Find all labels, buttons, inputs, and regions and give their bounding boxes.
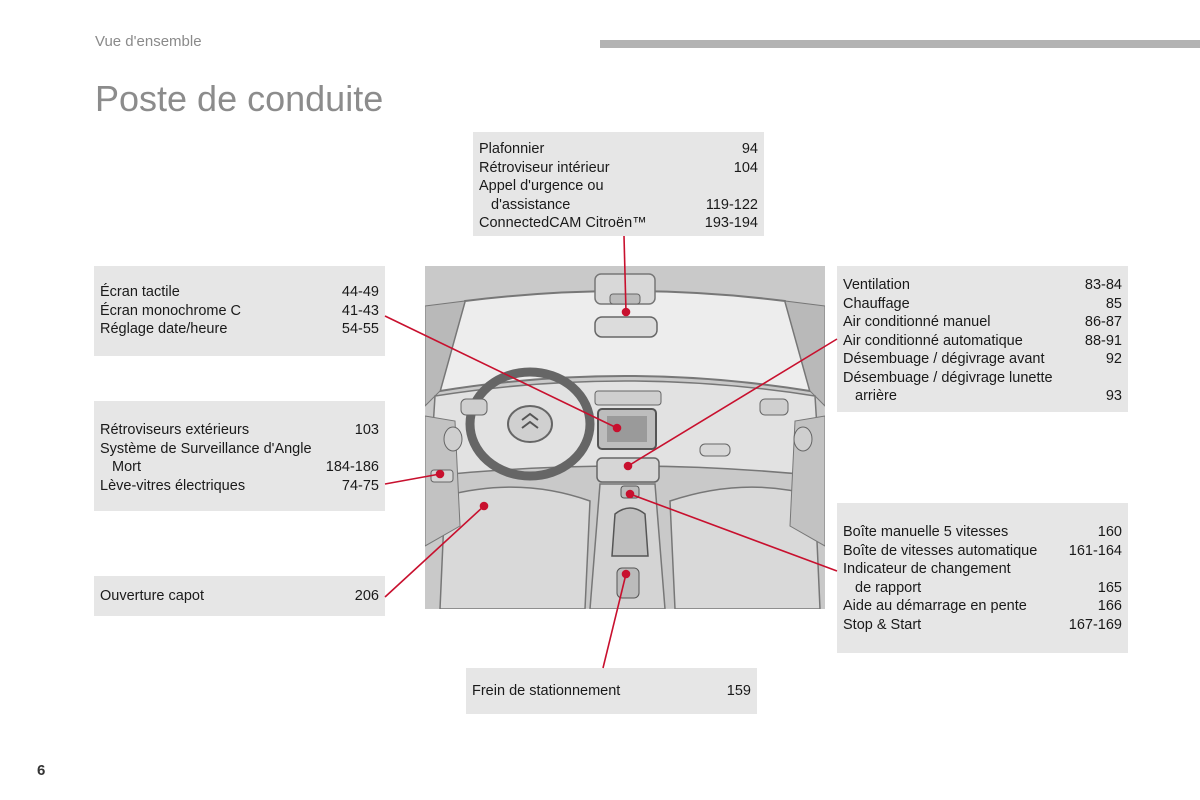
reference-row: Air conditionné automatique 88-91: [843, 332, 1122, 351]
reference-row: Réglage date/heure 54-55: [100, 320, 379, 339]
reference-page: 193-194: [704, 215, 758, 231]
reference-row: Air conditionné manuel 86-87: [843, 313, 1122, 332]
reference-label: Rétroviseurs extérieurs: [100, 422, 250, 438]
reference-label: Écran monochrome C: [100, 302, 242, 319]
reference-row: ConnectedCAM Citroën™ 193-194: [479, 214, 758, 233]
reference-row: Ventilation 83-84: [843, 276, 1122, 295]
reference-label: Stop & Start: [843, 616, 922, 633]
reference-label: Boîte manuelle 5 vitesses: [843, 524, 1009, 540]
reference-page: 119-122: [705, 196, 758, 213]
dashboard-illustration: [425, 266, 825, 609]
reference-row: Écran tactile 44-49: [100, 283, 379, 302]
reference-page: 44-49: [341, 284, 379, 300]
reference-row: Lève-vitres électriques 74-75: [100, 477, 379, 496]
header-bar: [600, 40, 1200, 48]
reference-page: 104: [733, 159, 758, 176]
reference-page: 92: [1105, 351, 1122, 367]
reference-label: Air conditionné automatique: [843, 332, 1023, 349]
reference-label: Ouverture capot: [100, 588, 204, 604]
reference-label: Air conditionné manuel: [843, 314, 991, 330]
reference-row: Chauffage 85: [843, 295, 1122, 314]
reference-row: Boîte de vitesses automatique 161-164: [843, 542, 1122, 561]
reference-page: 184-186: [325, 459, 379, 475]
reference-row: Écran monochrome C 41-43: [100, 302, 379, 321]
reference-row: Stop & Start 167-169: [843, 616, 1122, 635]
reference-page: 41-43: [341, 302, 379, 319]
reference-label: Écran tactile: [100, 284, 180, 300]
reference-row: Boîte manuelle 5 vitesses 160: [843, 523, 1122, 542]
reference-page: 88-91: [1084, 332, 1122, 349]
reference-label: Rétroviseur intérieur: [479, 159, 610, 176]
reference-label: ConnectedCAM Citroën™: [479, 215, 647, 231]
reference-label: Ventilation: [843, 277, 910, 293]
page-number: 6: [37, 762, 46, 779]
reference-page: 54-55: [341, 321, 379, 337]
reference-page: 94: [741, 141, 758, 157]
page-title: Poste de conduite: [95, 78, 384, 119]
reference-page: 160: [1097, 524, 1122, 540]
reference-row: Rétroviseur intérieur 104: [479, 159, 758, 178]
reference-row: Aide au démarrage en pente 166: [843, 597, 1122, 616]
reference-label: Plafonnier: [479, 141, 545, 157]
reference-page: 74-75: [341, 477, 379, 494]
callout-box-hood: Ouverture capot 206: [94, 576, 385, 616]
reference-label: Frein de stationnement: [472, 683, 621, 699]
reference-page: 103: [354, 422, 379, 438]
reference-page: 86-87: [1084, 314, 1122, 330]
reference-row: Plafonnier 94: [479, 140, 758, 159]
reference-row: Ouverture capot 206: [100, 587, 379, 606]
reference-row: Rétroviseurs extérieurs 103: [100, 421, 379, 440]
reference-page: 83-84: [1084, 277, 1122, 293]
reference-page: 159: [726, 683, 751, 699]
reference-page: 93: [1105, 388, 1122, 404]
section-label: Vue d'ensemble: [95, 33, 202, 50]
reference-page: 85: [1105, 295, 1122, 312]
reference-label: Chauffage: [843, 295, 910, 312]
reference-label: Lève-vitres électriques: [100, 477, 246, 494]
reference-row: Désembuage / dégivrage avant 92: [843, 350, 1122, 369]
reference-page: 161-164: [1068, 542, 1122, 559]
reference-label: Désembuage / dégivrage avant: [843, 351, 1045, 367]
reference-page: 166: [1097, 598, 1122, 614]
callout-box-parking-brake: Frein de stationnement 159: [466, 668, 757, 714]
reference-page: 165: [1097, 579, 1122, 596]
reference-label: Aide au démarrage en pente: [843, 598, 1027, 614]
reference-row: Frein de stationnement 159: [472, 682, 751, 701]
reference-label: Boîte de vitesses automatique: [843, 542, 1038, 559]
reference-page: 206: [354, 588, 379, 604]
reference-page: 167-169: [1068, 616, 1122, 633]
reference-label: Réglage date/heure: [100, 321, 228, 337]
